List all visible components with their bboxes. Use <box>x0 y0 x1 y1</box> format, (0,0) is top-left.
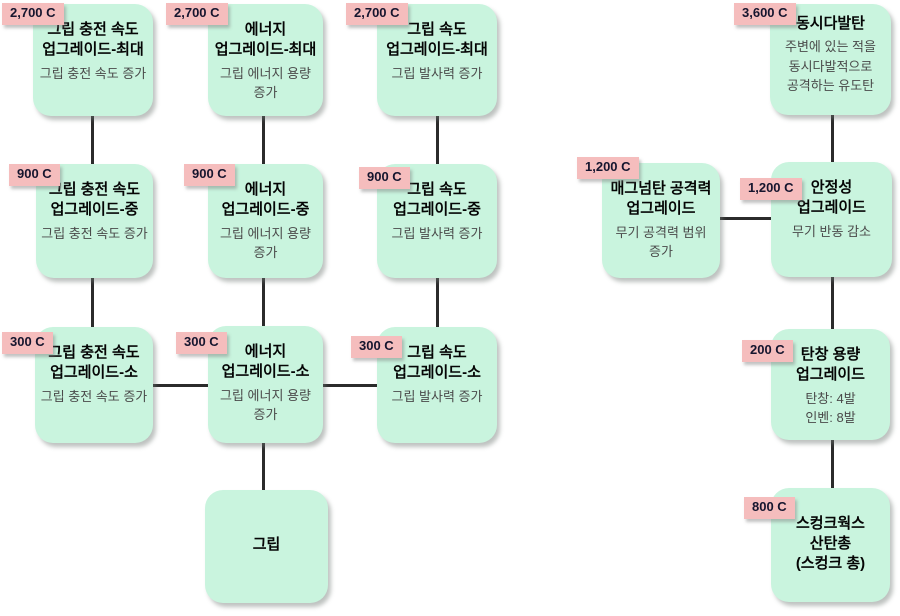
connector <box>831 115 834 162</box>
node-subtitle: 그립 에너지 용량 증가 <box>220 387 311 423</box>
node-grip-charge-speed-min[interactable]: 그립 충전 속도 업그레이드-소 그립 충전 속도 증가 <box>35 327 153 443</box>
node-grip-speed-min[interactable]: 그립 속도 업그레이드-소 그립 발사력 증가 <box>377 327 497 443</box>
cost-badge-energy-min: 300 C <box>176 332 227 354</box>
node-subtitle: 그립 에너지 용량 증가 <box>220 225 311 261</box>
connector <box>720 217 771 220</box>
node-subtitle: 그립 충전 속도 증가 <box>39 65 147 81</box>
node-title: 그립 충전 속도 업그레이드-중 <box>48 181 141 219</box>
connector <box>436 116 439 164</box>
connector <box>91 116 94 164</box>
node-subtitle: 무기 공격력 범위 증가 <box>615 224 707 260</box>
node-title: 그립 <box>252 536 281 554</box>
node-subtitle: 그립 에너지 용량 증가 <box>220 65 311 101</box>
node-title: 에너지 업그레이드-최대 <box>214 21 317 59</box>
node-title: 탄창 용량 업그레이드 <box>795 346 865 384</box>
node-title: 동시다발탄 <box>795 15 865 32</box>
node-multi-burst-round[interactable]: 동시다발탄 주변에 있는 적을 동시다발적으로 공격하는 유도탄 <box>770 4 891 115</box>
node-subtitle: 주변에 있는 적을 동시다발적으로 공격하는 유도탄 <box>785 39 876 94</box>
connector <box>831 440 834 488</box>
cost-badge-magnum-attack: 1,200 C <box>577 157 639 179</box>
node-title: 에너지 업그레이드-소 <box>221 343 310 381</box>
cost-badge-energy-mid: 900 C <box>184 164 235 186</box>
connector <box>153 384 208 387</box>
cost-badge-grip-speed-max: 2,700 C <box>346 3 408 25</box>
node-subtitle: 그립 충전 속도 증가 <box>41 225 148 241</box>
connector <box>322 384 377 387</box>
node-grip-charge-speed-max[interactable]: 그립 충전 속도 업그레이드-최대 그립 충전 속도 증가 <box>33 4 153 116</box>
node-energy-mid[interactable]: 에너지 업그레이드-중 그립 에너지 용량 증가 <box>208 164 323 278</box>
node-title: 스컹크웍스 산탄총 (스컹크 총) <box>795 514 866 573</box>
cost-badge-grip-speed-mid: 900 C <box>359 167 410 189</box>
connector <box>91 278 94 327</box>
cost-badge-skunkworks-shotgun: 800 C <box>744 497 795 519</box>
node-title: 매그넘탄 공격력 업그레이드 <box>610 180 712 218</box>
node-grip[interactable]: 그립 <box>205 490 328 603</box>
connector <box>262 278 265 326</box>
cost-badge-magazine-capacity: 200 C <box>742 340 793 362</box>
connector <box>262 443 265 490</box>
node-title: 안정성 업그레이드 <box>796 179 866 217</box>
node-title: 그립 속도 업그레이드-소 <box>393 344 481 382</box>
node-subtitle: 무기 반동 감소 <box>792 223 871 239</box>
cost-badge-stability: 1,200 C <box>740 178 802 200</box>
node-subtitle: 그립 발사력 증가 <box>391 225 483 241</box>
node-title: 그립 충전 속도 업그레이드-소 <box>48 344 140 382</box>
cost-badge-energy-max: 2,700 C <box>166 3 228 25</box>
node-title: 에너지 업그레이드-중 <box>221 181 310 219</box>
node-magnum-attack[interactable]: 매그넘탄 공격력 업그레이드 무기 공격력 범위 증가 <box>602 163 720 278</box>
node-stability[interactable]: 안정성 업그레이드 무기 반동 감소 <box>771 162 892 277</box>
cost-badge-grip-charge-speed-max: 2,700 C <box>2 3 64 25</box>
connector <box>262 116 265 164</box>
node-subtitle: 그립 발사력 증가 <box>391 388 483 404</box>
node-energy-min[interactable]: 에너지 업그레이드-소 그립 에너지 용량 증가 <box>208 326 323 443</box>
cost-badge-grip-charge-speed-mid: 900 C <box>9 164 60 186</box>
cost-badge-multi-burst-round: 3,600 C <box>734 3 796 25</box>
node-subtitle: 탄창: 4발 인벤: 8발 <box>805 390 856 426</box>
node-title: 그립 속도 업그레이드-중 <box>393 181 481 219</box>
cost-badge-grip-charge-speed-min: 300 C <box>2 332 53 354</box>
node-title: 그립 충전 속도 업그레이드-최대 <box>42 21 144 59</box>
node-title: 그립 속도 업그레이드-최대 <box>386 21 488 59</box>
connector <box>436 278 439 327</box>
cost-badge-grip-speed-min: 300 C <box>351 336 402 358</box>
node-subtitle: 그립 충전 속도 증가 <box>40 388 148 404</box>
node-subtitle: 그립 발사력 증가 <box>391 65 483 81</box>
connector <box>831 277 834 329</box>
